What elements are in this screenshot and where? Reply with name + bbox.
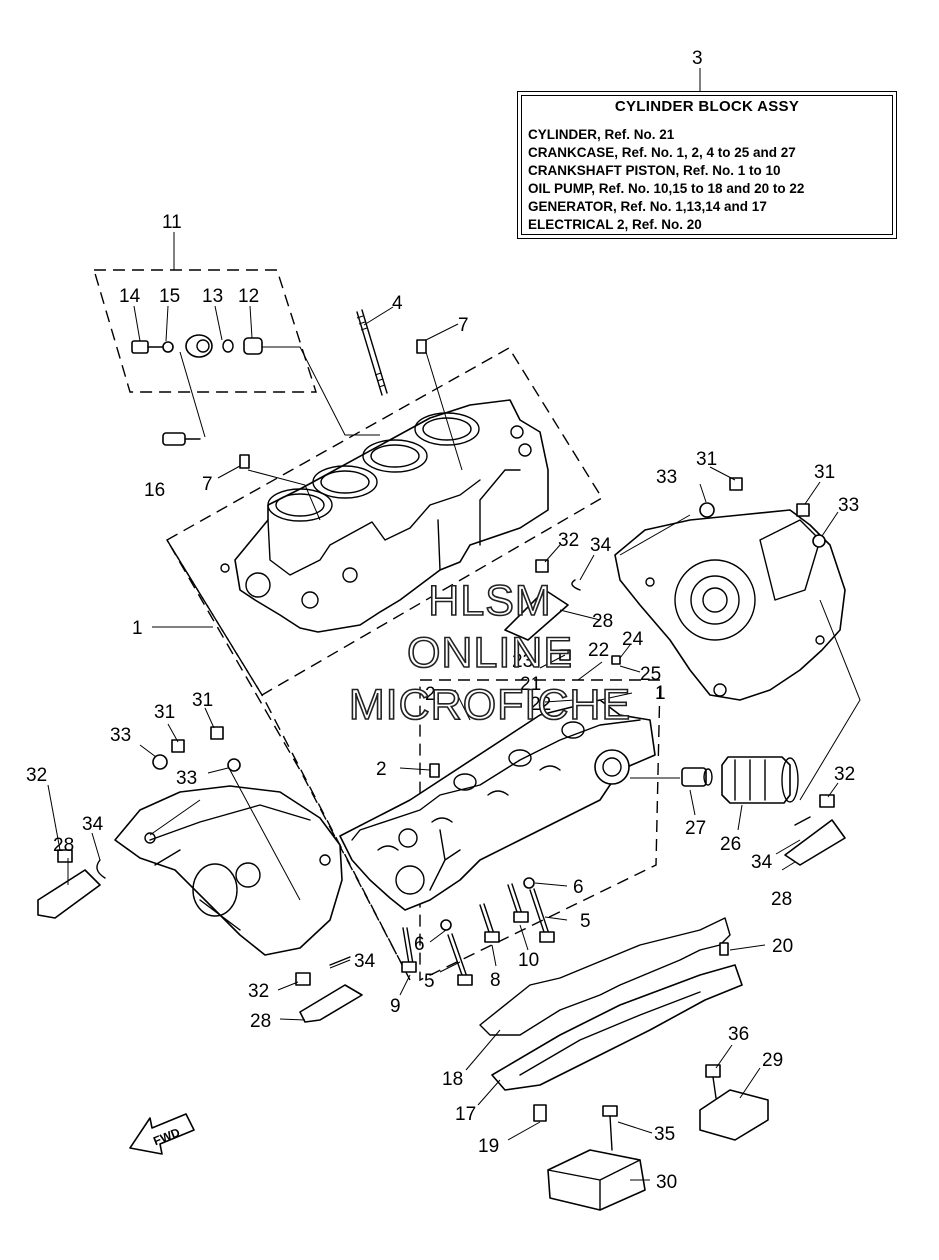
callout: 1 <box>132 618 143 639</box>
callout: 4 <box>392 293 403 314</box>
callout: 7 <box>458 315 469 336</box>
callout: 31 <box>154 702 175 723</box>
callout: 34 <box>590 535 612 556</box>
callout: 36 <box>728 1024 749 1045</box>
info-box-title: CYLINDER BLOCK ASSY <box>614 98 800 115</box>
callout: 5 <box>424 971 435 992</box>
callout: 7 <box>202 474 213 495</box>
callout: 14 <box>119 286 141 307</box>
callout: 22 <box>530 694 551 715</box>
left-cover <box>114 785 343 956</box>
callout: 32 <box>248 981 269 1002</box>
info-box-ref-number: 3 <box>692 48 703 69</box>
callout: 19 <box>478 1136 499 1157</box>
callout: 32 <box>834 764 855 785</box>
callout-labels: 11 14 15 13 12 4 7 16 7 33 31 31 33 32 3… <box>26 212 859 1193</box>
callout: 27 <box>685 818 706 839</box>
callout: 13 <box>202 286 223 307</box>
callout: 34 <box>82 814 104 835</box>
callout: 28 <box>53 835 74 856</box>
callout: 15 <box>159 286 180 307</box>
callout: 33 <box>110 725 131 746</box>
callout: 12 <box>238 286 259 307</box>
callout: 2 <box>425 684 436 705</box>
info-box-lines: CYLINDER, Ref. No. 21 CRANKCASE, Ref. No… <box>528 126 804 234</box>
callout: 8 <box>490 970 501 991</box>
callout: 24 <box>622 629 644 650</box>
callout: 34 <box>751 852 773 873</box>
callout: 28 <box>592 611 613 632</box>
callout: 28 <box>771 889 792 910</box>
info-line: OIL PUMP, Ref. No. 10,15 to 18 and 20 to… <box>528 181 805 196</box>
callout: 22 <box>588 640 609 661</box>
watermark-line: ONLINE <box>406 628 574 678</box>
watermark-line: HLSM <box>427 576 552 626</box>
callout: 31 <box>192 690 213 711</box>
callout: 9 <box>390 996 401 1017</box>
callout: 10 <box>518 950 539 971</box>
callout: 28 <box>250 1011 271 1032</box>
assembly-info-box: CYLINDER BLOCK ASSY CYLINDER, Ref. No. 2… <box>517 91 897 239</box>
callout: 33 <box>838 495 859 516</box>
info-line: CYLINDER, Ref. No. 21 <box>528 127 675 142</box>
callout: 32 <box>26 765 47 786</box>
electrical-boxes <box>547 1089 769 1211</box>
callout: 17 <box>455 1104 476 1125</box>
callout: 18 <box>442 1069 463 1090</box>
callout: 30 <box>656 1172 677 1193</box>
callout: 25 <box>640 664 661 685</box>
clamps <box>37 579 846 1023</box>
oil-pan <box>479 917 743 1091</box>
callout: 6 <box>573 877 584 898</box>
callout: 5 <box>580 911 591 932</box>
callout: 35 <box>654 1124 675 1145</box>
info-line: ELECTRICAL 2, Ref. No. 20 <box>528 217 702 232</box>
sensor-subassembly <box>131 334 263 446</box>
callout: 21 <box>520 674 541 695</box>
callout: 6 <box>414 934 425 955</box>
info-box-inner-border <box>521 95 893 235</box>
info-line: CRANKCASE, Ref. No. 1, 2, 4 to 25 and 27 <box>528 145 796 160</box>
callout: 32 <box>558 530 579 551</box>
callout: 16 <box>144 480 165 501</box>
callout: 31 <box>814 462 835 483</box>
watermark: HLSM ONLINE MICROFICHE <box>340 575 640 731</box>
callout: 20 <box>772 936 793 957</box>
callout: 33 <box>656 467 677 488</box>
info-line: CRANKSHAFT PISTON, Ref. No. 1 to 10 <box>528 163 781 178</box>
callout: 1 <box>655 683 666 704</box>
fasteners <box>57 477 835 986</box>
crankcase <box>339 699 656 911</box>
callout: 2 <box>376 759 387 780</box>
bolts <box>401 877 721 1151</box>
callout: 34 <box>354 951 376 972</box>
callout: 33 <box>176 768 197 789</box>
watermark-line: MICROFICHE <box>348 680 632 730</box>
generator-cover <box>614 509 846 701</box>
leader-lines <box>47 68 861 1181</box>
callout: 11 <box>162 212 182 233</box>
callout: 29 <box>762 1050 783 1071</box>
dowel-pins <box>239 339 440 778</box>
oil-filter <box>681 756 799 804</box>
cylinder-block <box>220 399 549 633</box>
stud-bolt <box>356 309 388 396</box>
forward-arrow-icon: FWD <box>129 1113 195 1155</box>
callout: 23 <box>512 651 533 672</box>
info-line: GENERATOR, Ref. No. 1,13,14 and 17 <box>528 199 767 214</box>
callout: 26 <box>720 834 741 855</box>
callout: 31 <box>696 449 717 470</box>
